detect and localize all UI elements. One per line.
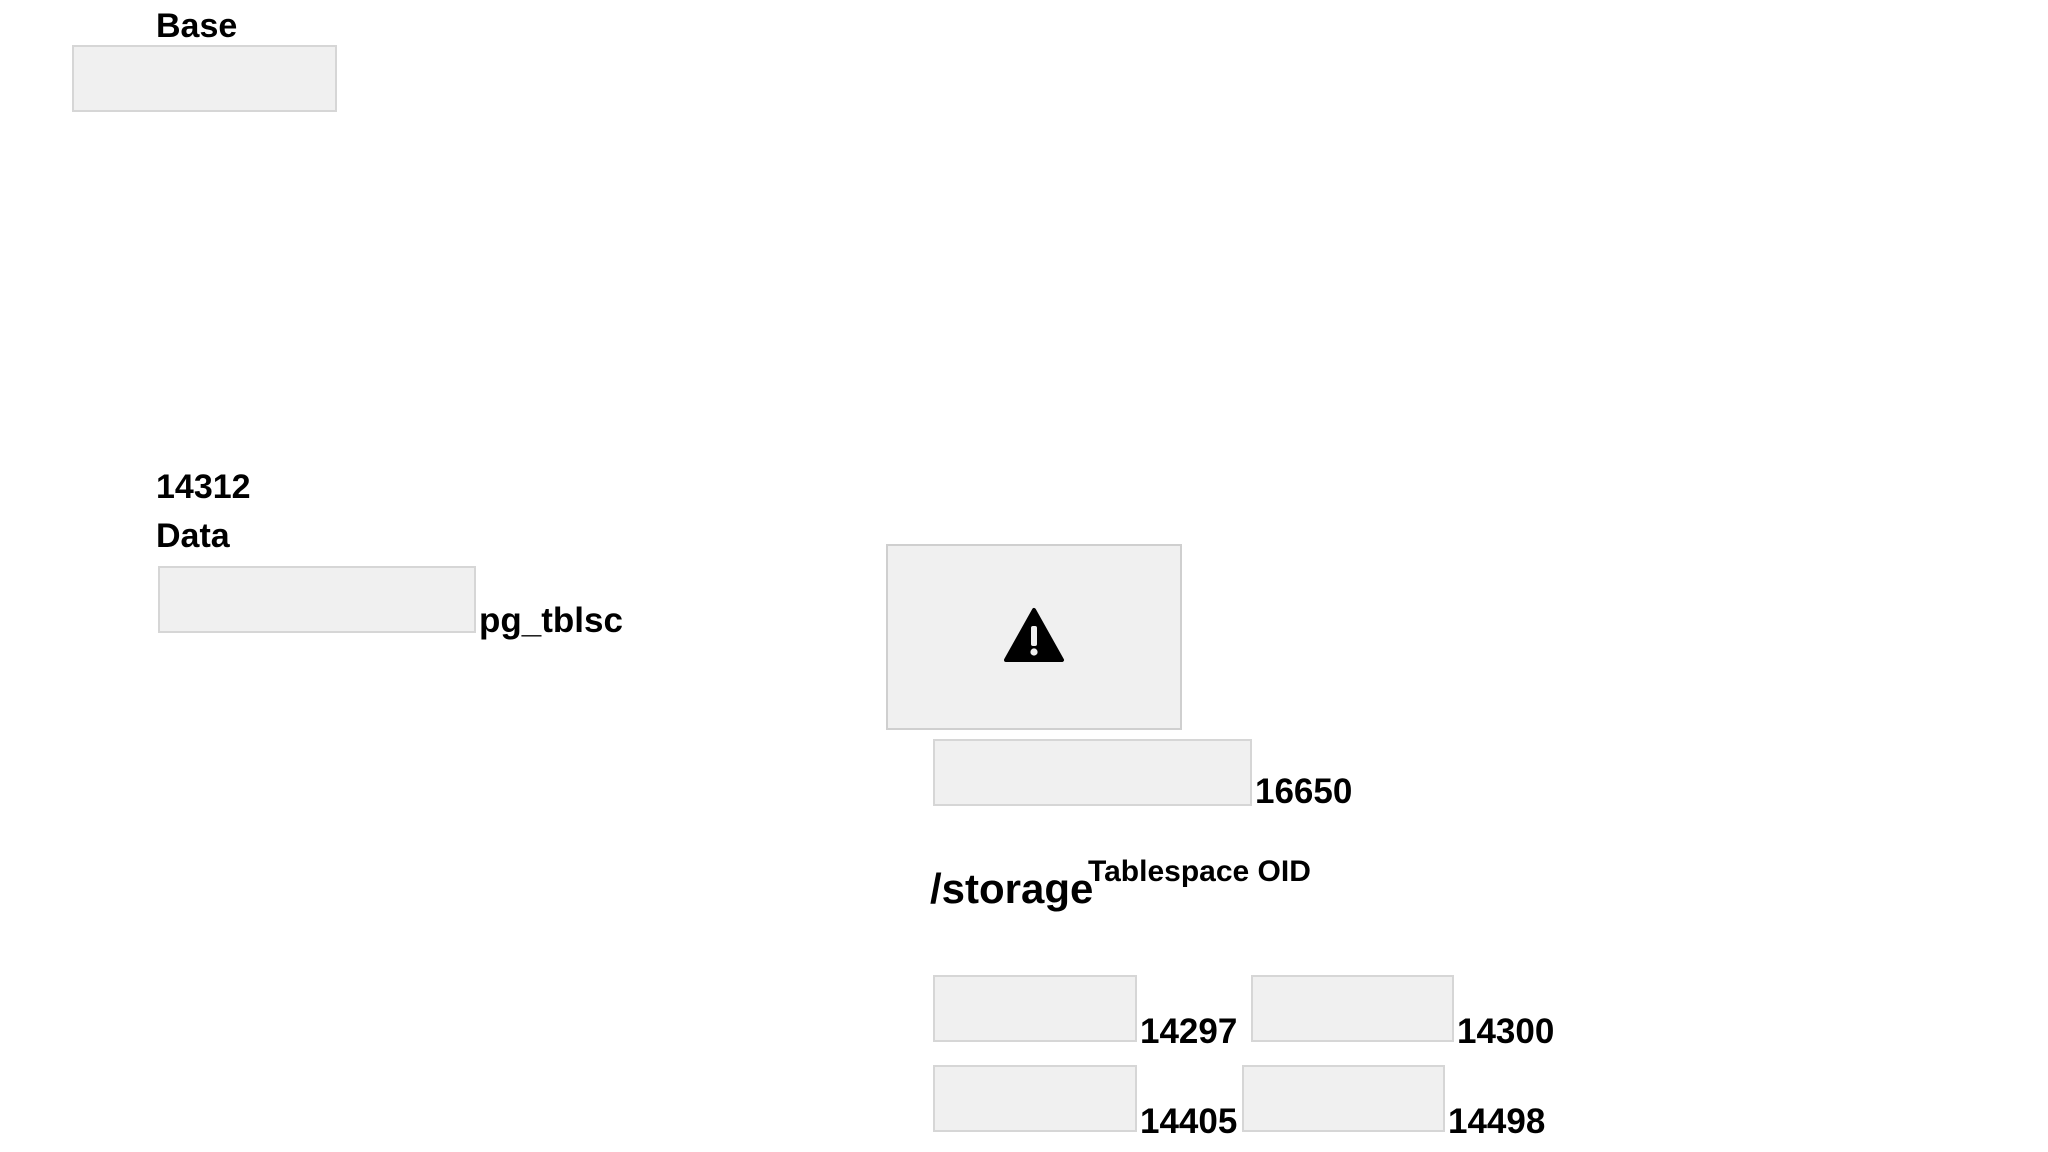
data-label: Data — [156, 517, 230, 555]
base-folder-box — [72, 45, 337, 112]
storage-path-label: /storage — [930, 865, 1094, 912]
oid-14405-label: 14405 — [1140, 1102, 1238, 1141]
warning-triangle-icon — [1003, 607, 1065, 668]
tablespace-oid-label: Tablespace OID — [1088, 855, 1311, 888]
oid-14312-label: 14312 — [156, 468, 251, 506]
oid-16650-label: 16650 — [1255, 772, 1353, 811]
db-14498-box — [1242, 1065, 1445, 1132]
db-14300-box — [1251, 975, 1454, 1042]
oid-14297-label: 14297 — [1140, 1012, 1238, 1051]
pg-tblsc-box — [158, 566, 476, 633]
base-label: Base — [156, 7, 238, 45]
db-14297-box — [933, 975, 1137, 1042]
pg-tblsc-label: pg_tblsc — [479, 601, 623, 640]
oid-14300-label: 14300 — [1457, 1012, 1555, 1051]
tablespace-16650-box — [933, 739, 1252, 806]
db-14405-box — [933, 1065, 1137, 1132]
oid-14498-label: 14498 — [1448, 1102, 1546, 1141]
missing-image-box — [886, 544, 1182, 730]
